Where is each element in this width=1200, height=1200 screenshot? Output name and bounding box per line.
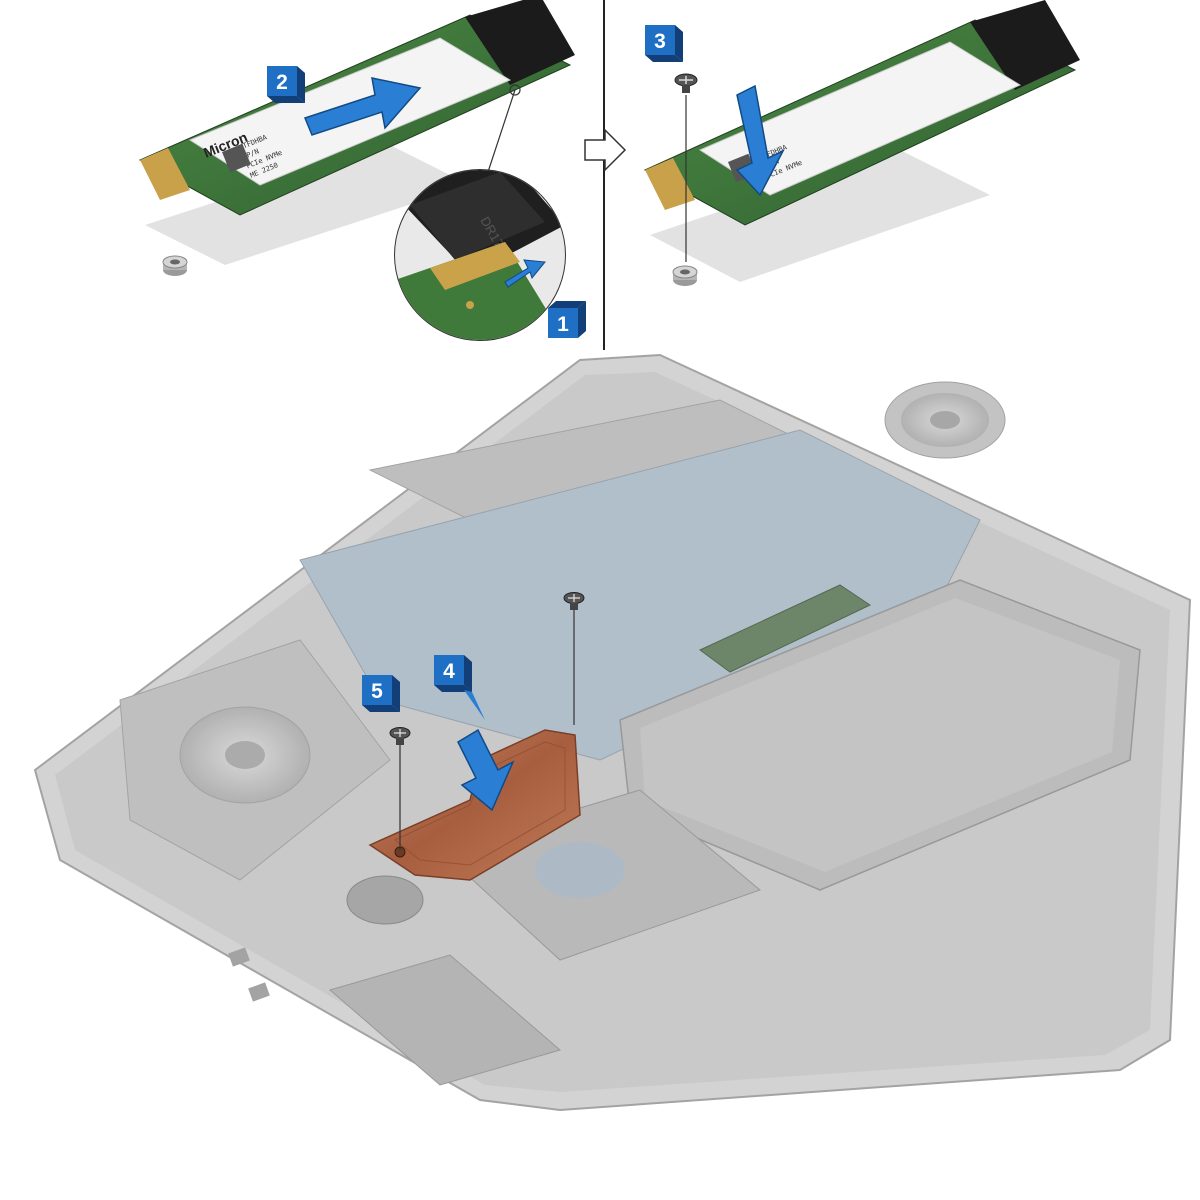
ssd-slot-outline bbox=[650, 150, 990, 282]
screw-icon bbox=[389, 727, 411, 745]
step-number: 3 bbox=[654, 30, 666, 53]
insert-arrow bbox=[504, 259, 546, 288]
step-callout-2: 2 bbox=[267, 66, 305, 103]
qr-code bbox=[222, 143, 251, 173]
laptop-base bbox=[33, 353, 1192, 1112]
coin-cell-battery bbox=[346, 875, 424, 925]
memory-module bbox=[699, 584, 872, 673]
step-number: 5 bbox=[371, 680, 383, 703]
step-callout-5: 5 bbox=[362, 675, 400, 712]
slide-arrow bbox=[303, 77, 422, 136]
inset-leader-line bbox=[486, 89, 516, 176]
speaker-pad bbox=[328, 954, 562, 1086]
outline-right-arrow-icon bbox=[584, 128, 627, 172]
ssd-slot-outline bbox=[145, 145, 470, 265]
step-callout-3: 3 bbox=[645, 25, 683, 62]
fan-icon bbox=[119, 639, 391, 881]
standoff-icon bbox=[672, 265, 698, 286]
fan-icon bbox=[884, 381, 1006, 459]
step-callout-1: 1 bbox=[548, 301, 586, 338]
left-panel: Micron MTFDHBA DP/N PCIe NVMe ME 2250 2 bbox=[138, 0, 586, 341]
step-number: 1 bbox=[557, 313, 569, 336]
step-number: 4 bbox=[443, 660, 455, 683]
standoff-icon bbox=[162, 255, 188, 276]
step-number: 2 bbox=[276, 71, 288, 94]
press-down-arrow bbox=[735, 84, 785, 197]
right-panel: MTFDHBA DP/N PCIe NVMe 3 bbox=[643, 0, 1080, 286]
step-callout-4: 4 bbox=[434, 655, 472, 692]
screw-icon bbox=[563, 592, 585, 610]
screw-icon bbox=[674, 73, 698, 93]
place-down-arrow bbox=[457, 728, 515, 812]
